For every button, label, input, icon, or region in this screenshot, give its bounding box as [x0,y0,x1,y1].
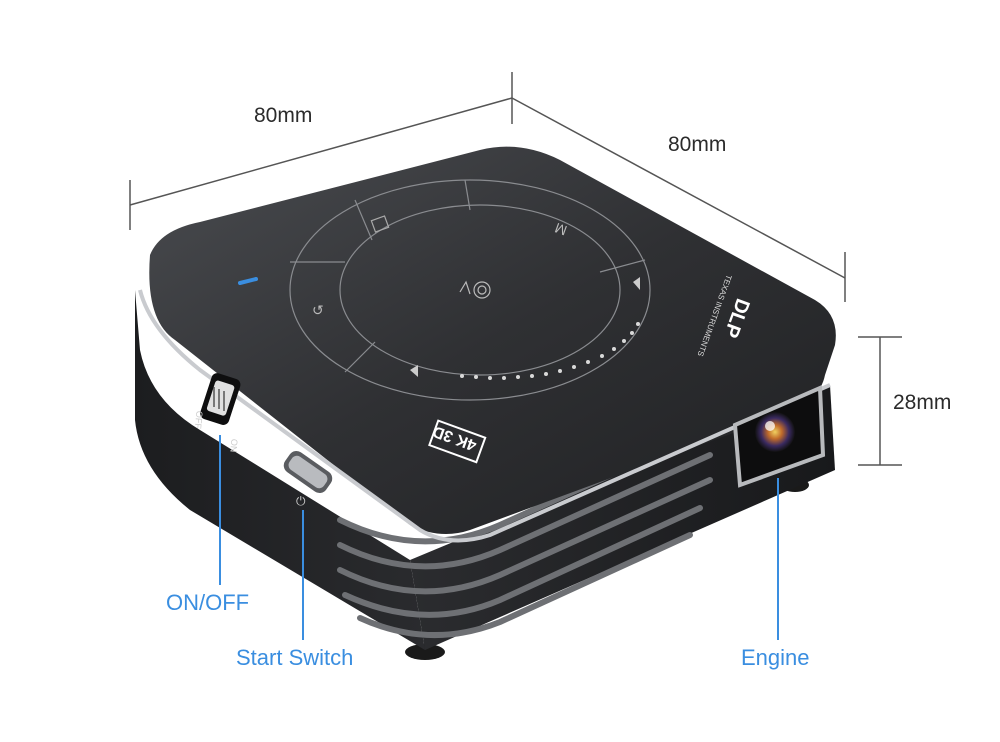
power-symbol-icon: ⏻ [296,494,306,508]
power-switch[interactable] [199,372,242,427]
dimension-lines [129,72,902,466]
touch-hand-icon [459,280,491,299]
status-led [238,277,258,285]
depth-dimension-label: 80mm [668,133,727,156]
on-off-callout-label: ON/OFF [166,590,250,615]
start-switch-callout-label: Start Switch [236,645,354,670]
home-icon [370,215,390,233]
switch-off-label: OFF [193,410,205,429]
volume-indicator-dots [460,322,640,380]
switch-on-label: ON [228,438,239,452]
callout-lines [219,435,779,640]
height-dimension-label: 28mm [893,391,952,414]
engine-callout-label: Engine [741,645,810,670]
menu-m-icon: M [553,220,569,239]
device-top [149,146,836,534]
projection-lens [732,385,826,488]
volume-up-icon [633,277,640,290]
touch-panel [289,179,651,401]
width-dimension-label: 80mm [254,104,313,127]
chrome-edge [138,289,831,543]
back-icon: ↺ [312,303,324,319]
volume-down-icon [410,365,418,377]
device-left-side [135,290,425,650]
start-button[interactable] [281,448,336,496]
foot [405,644,445,660]
vent-grille [337,427,713,639]
